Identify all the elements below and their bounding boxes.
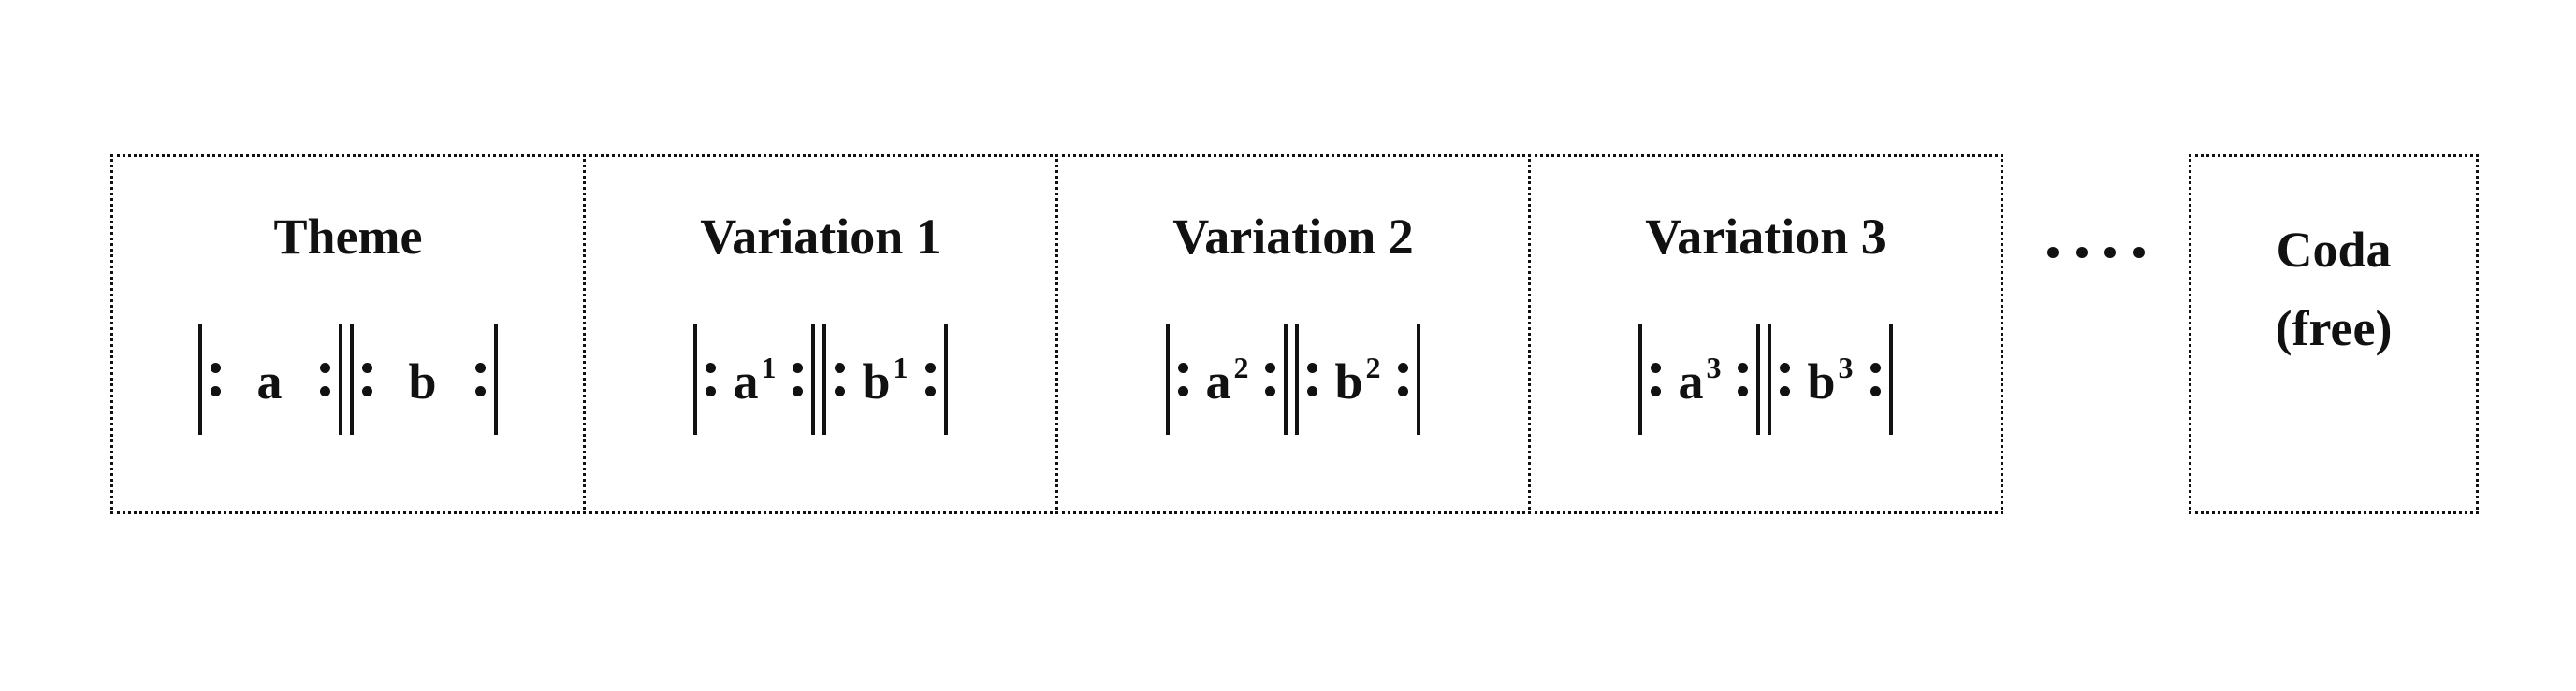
barline <box>693 324 698 435</box>
section-variation-2: Variation 2 a2 b2 <box>1055 154 1531 514</box>
section-variation-3: Variation 3 a3 b3 <box>1528 154 2003 514</box>
barline <box>1416 324 1420 435</box>
repeat-dots <box>1265 363 1276 396</box>
section-theme: Theme a b <box>110 154 586 514</box>
repeat-dots <box>793 363 804 396</box>
repeat-dots <box>1870 363 1881 396</box>
part-b: b <box>408 353 437 410</box>
part-a: a3 <box>1678 351 1722 410</box>
part-b: b1 <box>862 351 909 410</box>
barline <box>1166 324 1171 435</box>
repeat-dots <box>362 363 373 396</box>
section-title: Variation 3 <box>1645 209 1886 265</box>
repeat-dots <box>1738 363 1749 396</box>
repeat-dots <box>211 363 222 396</box>
repeat-dots <box>1780 363 1791 396</box>
barline <box>493 324 498 435</box>
barline <box>943 324 948 435</box>
repeat-structure: a2 b2 <box>1058 324 1528 436</box>
section-coda: Coda (free) <box>2189 154 2479 514</box>
part-b: b3 <box>1807 351 1854 410</box>
barline <box>1888 324 1893 435</box>
barline <box>1638 324 1643 435</box>
repeat-structure: a3 b3 <box>1531 324 2001 436</box>
repeat-dots <box>835 363 846 396</box>
section-title: Variation 2 <box>1172 209 1414 265</box>
part-a: a1 <box>733 351 777 410</box>
coda-subtitle: (free) <box>2275 299 2393 356</box>
section-title: Theme <box>273 209 423 265</box>
section-title: Variation 1 <box>700 209 941 265</box>
coda-label: Coda (free) <box>2191 211 2476 367</box>
section-variation-1: Variation 1 a1 b1 <box>583 154 1058 514</box>
double-barline <box>1284 324 1288 435</box>
repeat-structure: a b <box>113 324 583 436</box>
repeat-dots <box>1397 363 1408 396</box>
repeat-dots <box>1178 363 1189 396</box>
double-barline <box>1756 324 1761 435</box>
repeat-dots <box>474 363 486 396</box>
repeat-dots <box>1651 363 1662 396</box>
ellipsis-icon <box>2047 241 2145 264</box>
part-b: b2 <box>1334 351 1381 410</box>
double-barline <box>339 324 343 435</box>
repeat-dots <box>1307 363 1318 396</box>
part-a: a <box>256 353 283 410</box>
repeat-dots <box>924 363 936 396</box>
repeat-structure: a1 b1 <box>586 324 1055 436</box>
coda-title: Coda <box>2276 222 2392 278</box>
repeat-dots <box>320 363 331 396</box>
double-barline <box>811 324 816 435</box>
barline <box>198 324 203 435</box>
part-a: a2 <box>1205 351 1249 410</box>
repeat-dots <box>706 363 717 396</box>
